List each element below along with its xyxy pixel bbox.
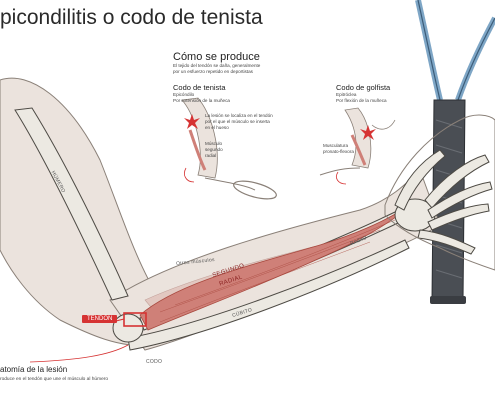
how-desc-line2: por un esfuerzo repetido en deportistas [173, 69, 253, 74]
hand-bones [394, 149, 493, 255]
tennis-note3: en el hueso [205, 125, 229, 130]
golf-muscle1: Musculatura [323, 143, 349, 148]
footer-accent [29, 344, 129, 363]
tennis-sub1: Epicóndilo [173, 92, 195, 97]
label-tendon: TENDÓN [82, 315, 118, 323]
tennis-heading: Codo de tenista [173, 83, 226, 92]
golf-sub2: Por flexión de la muñeca [336, 98, 387, 103]
humerus-bone [14, 107, 129, 301]
tennis-muscle3: radial [205, 153, 217, 158]
footer-text: roduce en el tendón que une el músculo a… [0, 377, 109, 382]
how-heading: Cómo se produce [173, 51, 260, 63]
racket-frame [415, 0, 495, 101]
tennis-muscle1: Músculo [205, 141, 223, 146]
tennis-note1: La lesión se localiza en el tendón [205, 113, 273, 118]
golfer-inset [319, 107, 396, 185]
tennis-sub2: Por extensión de la muñeca [173, 98, 230, 103]
tennis-muscle2: segundo [205, 147, 223, 152]
tennis-inset [181, 97, 277, 200]
label-codo: CODO [146, 359, 163, 365]
page-title: picondilitis o codo de tenista [0, 6, 263, 29]
tennis-note2: por el que el músculo se inserta [205, 119, 270, 124]
elbow-joint [112, 313, 144, 343]
golf-sub1: Epitróclea [336, 92, 357, 97]
footer-title: atomía de la lesión [0, 365, 68, 374]
ulna-bone [127, 239, 410, 351]
hand-outline [384, 114, 495, 271]
golf-muscle2: pronato-flexora [323, 149, 354, 154]
how-desc-line1: El tejido del tendón se daña, generalmen… [173, 63, 261, 68]
golf-heading: Codo de golfista [336, 83, 391, 92]
